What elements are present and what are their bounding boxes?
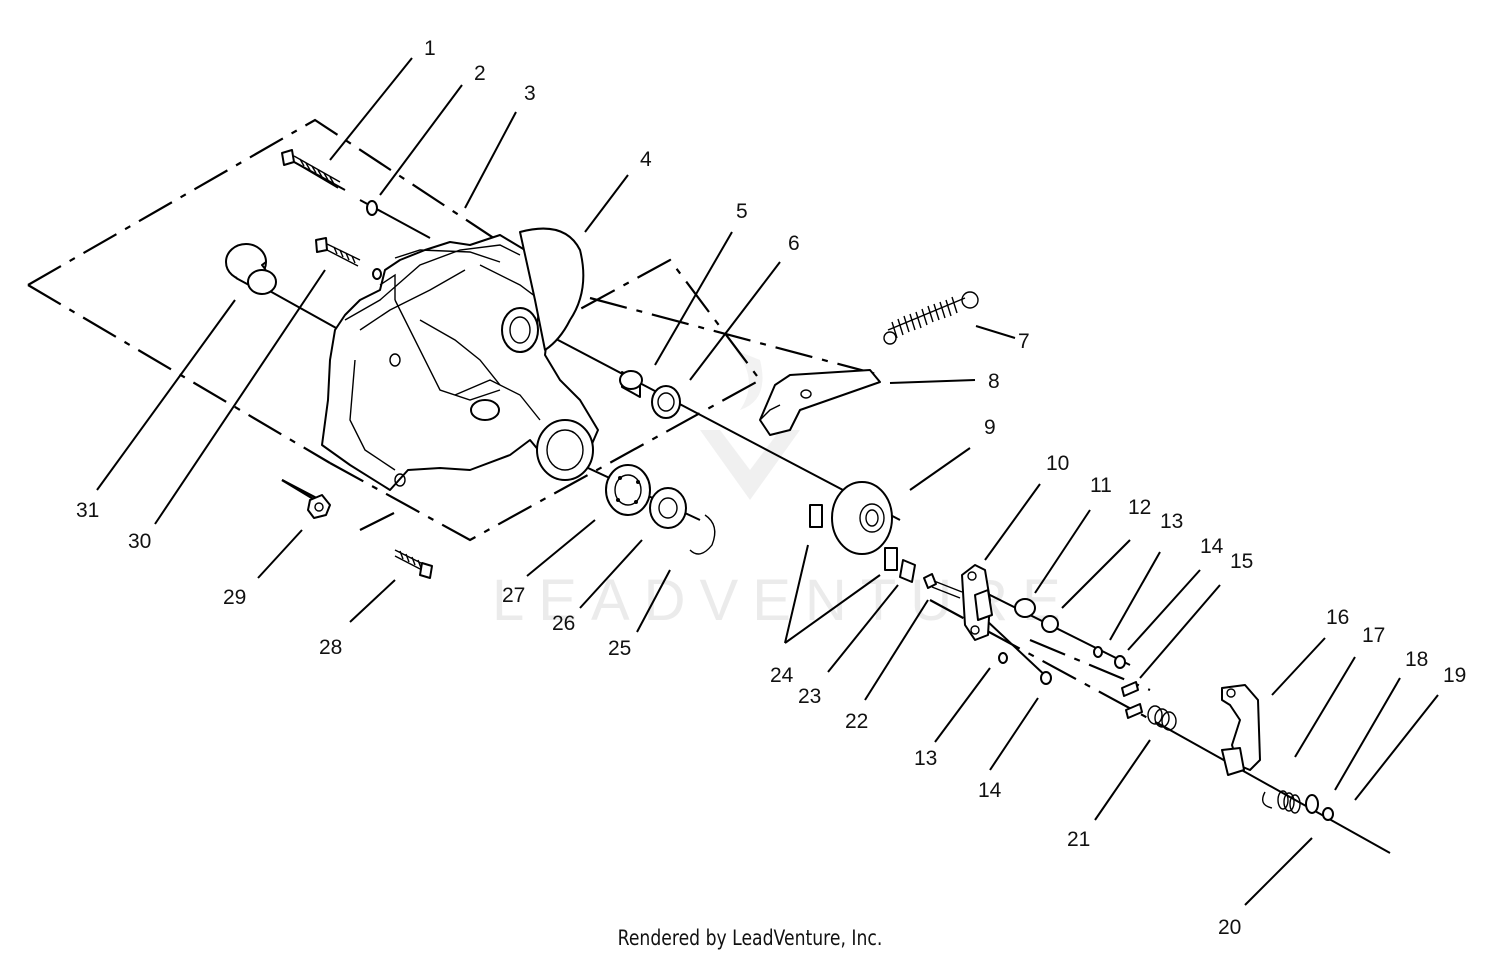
callout-10: 10 <box>1046 452 1069 475</box>
flange-nut <box>307 494 331 519</box>
callout-31: 31 <box>76 499 99 522</box>
flange-bolt <box>394 549 433 579</box>
callout-23: 23 <box>798 685 821 708</box>
callout-16: 16 <box>1326 606 1349 629</box>
roll-pins <box>1121 681 1143 719</box>
lever <box>1221 684 1261 776</box>
spacer <box>899 559 916 583</box>
bracket <box>759 369 881 436</box>
lock-nut <box>1322 807 1334 821</box>
callout-14: 14 <box>1200 535 1224 558</box>
bushing <box>225 243 277 295</box>
oil-seal <box>651 385 681 419</box>
callout-20: 20 <box>1218 916 1241 939</box>
callout-17: 17 <box>1362 624 1385 647</box>
pulley <box>831 481 893 555</box>
callout-7: 7 <box>1018 330 1030 353</box>
footer-credit: Rendered by LeadVenture, Inc. <box>617 926 883 950</box>
seal-plate <box>519 227 585 351</box>
callout-21: 21 <box>1067 828 1090 851</box>
callout-25: 25 <box>608 637 631 660</box>
callout-4: 4 <box>640 148 652 171</box>
callout-29: 29 <box>223 586 246 609</box>
retaining-ring <box>689 514 716 555</box>
callout-24: 24 <box>770 664 794 687</box>
bolt <box>315 237 382 280</box>
spacer-sleeve <box>1014 598 1036 618</box>
washer <box>1041 615 1059 633</box>
nut <box>1114 655 1126 669</box>
callout-6: 6 <box>788 232 800 255</box>
callout-18: 18 <box>1405 648 1428 671</box>
callout-27: 27 <box>502 584 525 607</box>
ball-bearing <box>605 464 651 516</box>
callout-2: 2 <box>474 62 486 85</box>
callout-30: 30 <box>128 530 151 553</box>
callout-11: 11 <box>1090 474 1112 497</box>
callout-14b: 14 <box>978 779 1002 802</box>
callout-5: 5 <box>736 200 748 223</box>
callout-12: 12 <box>1128 496 1151 519</box>
callout-3: 3 <box>524 82 536 105</box>
needle-bearing <box>619 370 643 398</box>
washer-small-2 <box>998 652 1008 664</box>
keys <box>809 504 898 571</box>
flat-washer <box>1305 794 1319 814</box>
transmission-housing <box>321 234 599 491</box>
extension-spring <box>883 291 979 345</box>
callout-19: 19 <box>1443 664 1466 687</box>
coil-spring <box>1262 790 1301 814</box>
torsion-spring <box>1147 705 1177 731</box>
callout-15: 15 <box>1230 550 1253 573</box>
callout-13: 13 <box>1160 510 1183 533</box>
callout-1: 1 <box>424 37 436 60</box>
callout-numbers: 1 2 3 4 5 6 7 8 9 10 11 12 13 13 14 14 1… <box>76 37 1466 939</box>
callout-26: 26 <box>552 612 575 635</box>
long-bolt <box>281 149 341 189</box>
nut-2 <box>1040 671 1052 685</box>
callout-13b: 13 <box>914 747 937 770</box>
leader-lines <box>96 57 1439 906</box>
washer-small <box>1093 646 1103 658</box>
hex-bolt <box>923 573 963 599</box>
callout-28: 28 <box>319 636 342 659</box>
callout-9: 9 <box>984 416 996 439</box>
callout-8: 8 <box>988 370 1000 393</box>
guide-lines <box>27 118 1171 731</box>
callout-22: 22 <box>845 710 868 733</box>
arm-plate <box>961 564 993 641</box>
small-washer <box>366 200 378 216</box>
bearing <box>649 487 687 529</box>
